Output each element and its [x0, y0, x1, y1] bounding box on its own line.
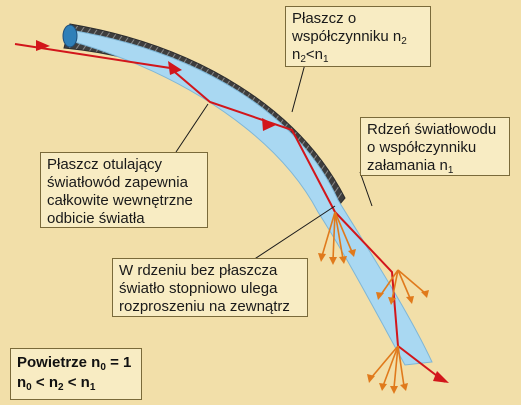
callout-no-cladding-line3: rozproszeniu na zewnątrz — [119, 298, 290, 315]
callout-cladding-reflection-line2: światłowód zapewnia — [47, 174, 188, 191]
scatter-arrows-3 — [370, 345, 405, 389]
ray-arrow-right — [262, 118, 276, 131]
callout-cladding-index-line2: współczynniku n2 — [292, 28, 424, 47]
callout-cladding-reflection-line3: całkowite wewnętrzne — [47, 192, 193, 209]
scatter-arrowheads-2 — [376, 290, 429, 305]
subscript: 1 — [447, 165, 454, 176]
legend-text: < n — [63, 374, 90, 391]
scatter-arrows-1 — [321, 211, 353, 261]
callout-cladding-index: Płaszcz o współczynniku n2 n2<n1 — [285, 6, 431, 67]
callout-no-cladding-line1: W rdzeniu bez płaszcza — [119, 262, 278, 279]
subscript: 2 — [58, 382, 64, 393]
scatter-arrows-2 — [379, 269, 426, 301]
callout-core-index-line1: Rdzeń światłowodu — [367, 121, 497, 138]
subscript: 0 — [100, 362, 106, 373]
scatter-arrowheads-3 — [367, 374, 408, 394]
ray-arrow-mid — [168, 61, 182, 75]
light-ray — [14, 43, 446, 383]
scatter-arrowheads-1 — [318, 249, 356, 265]
callout-no-cladding: W rdzeniu bez płaszcza światło stopniowo… — [112, 258, 308, 317]
legend-text: n — [17, 374, 27, 391]
legend-line-inequality: n0 < n2 < n1 — [17, 373, 135, 393]
fiber-core — [67, 29, 433, 366]
subscript: 2 — [401, 36, 407, 47]
callout-text: n — [292, 46, 301, 63]
callout-text: załamania n — [367, 157, 448, 174]
ray-arrow-exit — [433, 371, 449, 383]
ray-arrow-entry — [36, 40, 50, 51]
fiber-end-face — [62, 24, 78, 48]
subscript: 1 — [323, 54, 329, 65]
subscript: 2 — [300, 54, 306, 65]
callout-cladding-reflection: Płaszcz otulający światłowód zapewnia ca… — [40, 152, 208, 228]
legend-text: < n — [31, 374, 58, 391]
legend-text: Powietrze n — [17, 354, 101, 371]
callout-leader-lines — [175, 63, 373, 263]
callout-cladding-index-line1: Płaszcz o — [292, 10, 357, 27]
callout-core-index: Rdzeń światłowodu o współczynniku załama… — [360, 117, 510, 176]
refractive-index-legend: Powietrze n0 = 1 n0 < n2 < n1 — [10, 348, 142, 400]
callout-cladding-reflection-line4: odbicie światła — [47, 210, 145, 227]
callout-cladding-reflection-line1: Płaszcz otulający — [47, 156, 163, 173]
callout-cladding-index-line3: n2<n1 — [292, 46, 424, 65]
callout-no-cladding-line2: światło stopniowo ulega — [119, 280, 278, 297]
legend-line-air: Powietrze n0 = 1 — [17, 353, 135, 373]
subscript: 1 — [89, 382, 96, 393]
subscript: 0 — [26, 382, 32, 393]
callout-text: <n — [305, 46, 324, 63]
legend-text: = 1 — [105, 354, 132, 371]
callout-core-index-line2: o współczynniku — [367, 139, 477, 156]
callout-core-index-line3: załamania n1 — [367, 157, 503, 176]
callout-text: współczynniku n — [292, 28, 402, 45]
